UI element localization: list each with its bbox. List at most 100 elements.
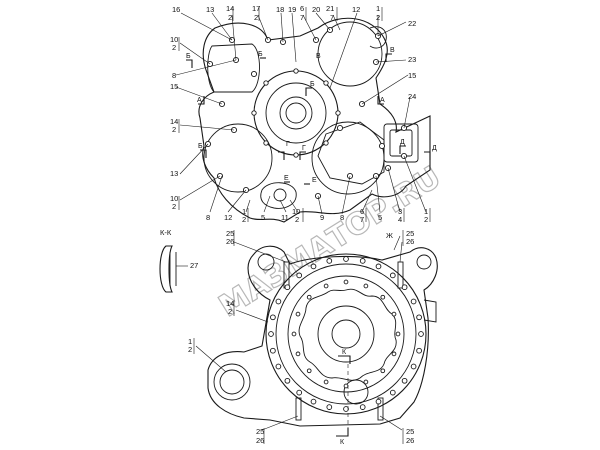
callout-23: 23 [408,55,416,64]
flywheel-ring-2 [275,263,417,405]
bolt [389,272,396,279]
callout-14-bottom-view: 14 [226,299,234,308]
bolt [375,398,382,405]
bolt [306,368,312,374]
right-side-boss [423,299,437,323]
bolt [410,363,417,370]
bolt [293,68,299,74]
bolt [291,331,297,337]
center-hub-inner [279,96,313,130]
callout-9: 9 [320,213,324,222]
section-letter-d1: Д [400,139,405,146]
flywheel-housing-outline [207,245,438,427]
hub-outer [317,305,375,363]
callout-1-bottom: 1 [242,207,246,216]
callout-8: 8 [172,71,176,80]
bolt [263,140,269,146]
section-marker-g1 [278,151,285,160]
section-letters: Б В А А Б Г Г Б Б В Д Д Е Е [186,47,437,184]
callout-6: 6 [300,4,304,13]
bolt [275,298,282,305]
section-marker-g2 [299,151,306,160]
bottom-view-labels: 25 26 25 26 14 2 1 2 25 26 25 26 Ж К К [188,229,414,446]
callout-24: 24 [408,92,416,101]
callout-22: 22 [408,19,416,28]
callout-19: 19 [288,5,296,14]
callout-13: 13 [206,5,214,14]
section-letter-v2: В [316,53,321,60]
bolt [378,142,386,150]
callout-26-bottom-right: 26 [406,436,414,445]
bolt [391,351,397,357]
bolt [270,347,276,354]
callout-25-bottom-right: 25 [406,427,414,436]
upper-right-cover [317,21,383,87]
section-letter-a1: А [197,97,202,104]
section-marker-a1 [198,96,205,105]
callout-15-left: 15 [170,82,178,91]
bolt [416,314,422,321]
side-cover-inner [219,369,245,395]
side-cover [213,363,251,401]
section-marker-a2 [377,96,384,105]
right-bracket-cover [383,123,419,163]
callout-14-left: 14 [170,117,178,126]
bottom-view-assembly [207,245,438,427]
upper-left-cover [207,43,260,93]
bolt [310,263,317,270]
callout-8-bottom: 8 [206,213,210,222]
bolt [250,70,258,78]
callout-1-bottom-view: 1 [188,337,192,346]
callout-12-bottom: 12 [224,213,232,222]
bolt [375,263,382,270]
callout-17: 17 [252,4,260,13]
housing-outline [198,17,431,223]
callout-25-top-left: 25 [226,229,234,238]
bolt [296,389,303,396]
section-marker-k2 [336,428,349,437]
bolt [326,258,333,264]
section-marker-k1 [338,355,351,364]
bolt [343,406,349,412]
callout-11: 11 [281,213,289,222]
callout-10-left-qty: 2 [172,202,176,211]
callout-21: 21 [326,4,334,13]
callout-3-qty: 4 [398,215,402,224]
callout-14: 14 [226,4,234,13]
callout-3: 3 [398,207,402,216]
bolt [326,404,333,410]
callout-1-bottom-right-qty: 2 [424,215,428,224]
bolt [418,331,424,337]
callout-21-qty: 7 [330,13,334,22]
right-hex-cover [317,121,385,185]
section-kk-view: К-К 27 [159,228,198,293]
callout-10-bottom-qty: 2 [295,215,299,224]
section-letter-v1: В [390,47,395,54]
fraction-bars [178,7,431,222]
section-letter-k1: К [342,349,347,356]
bottom-view-bolts [268,256,424,412]
bolt [310,398,317,405]
callout-1-bottom-right: 1 [424,207,428,216]
section-marker-v1 [385,53,392,62]
callout-13-left: 13 [170,169,178,178]
callout-6-bottom: 6 [360,207,364,216]
bottom-view-leaders [195,235,403,431]
stud [377,397,384,421]
callout-8-bottom-right: 8 [340,213,344,222]
bolt [284,377,291,384]
callout-12: 12 [352,5,360,14]
stud [397,261,404,289]
section-letter-d2: Д [432,145,437,152]
bolt [295,311,301,317]
left-round-cover [203,123,273,193]
section-marker-b3 [305,87,312,96]
bottom-boss-hole [273,188,287,202]
section-marker-d1 [399,145,406,154]
bolt [343,279,349,285]
callout-1-bottom-view-qty: 2 [188,345,192,354]
bolt [296,272,303,279]
section-letter-e2: Е [284,175,289,182]
bolt [323,80,329,86]
